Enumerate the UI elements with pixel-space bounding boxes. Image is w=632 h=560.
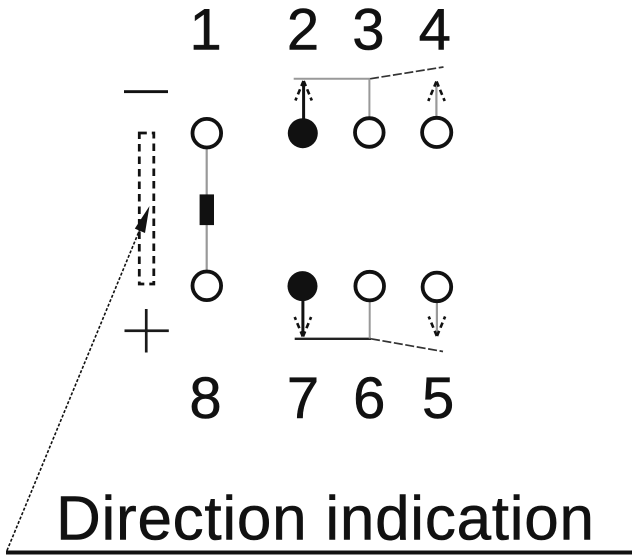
svg-text:8: 8 — [189, 366, 221, 431]
svg-text:2: 2 — [287, 0, 319, 63]
svg-text:4: 4 — [419, 0, 451, 63]
svg-text:Direction indication: Direction indication — [56, 485, 594, 554]
svg-text:1: 1 — [189, 0, 221, 63]
svg-text:7: 7 — [287, 366, 319, 431]
svg-text:5: 5 — [422, 366, 454, 431]
svg-text:3: 3 — [352, 0, 384, 63]
svg-text:6: 6 — [353, 366, 385, 431]
